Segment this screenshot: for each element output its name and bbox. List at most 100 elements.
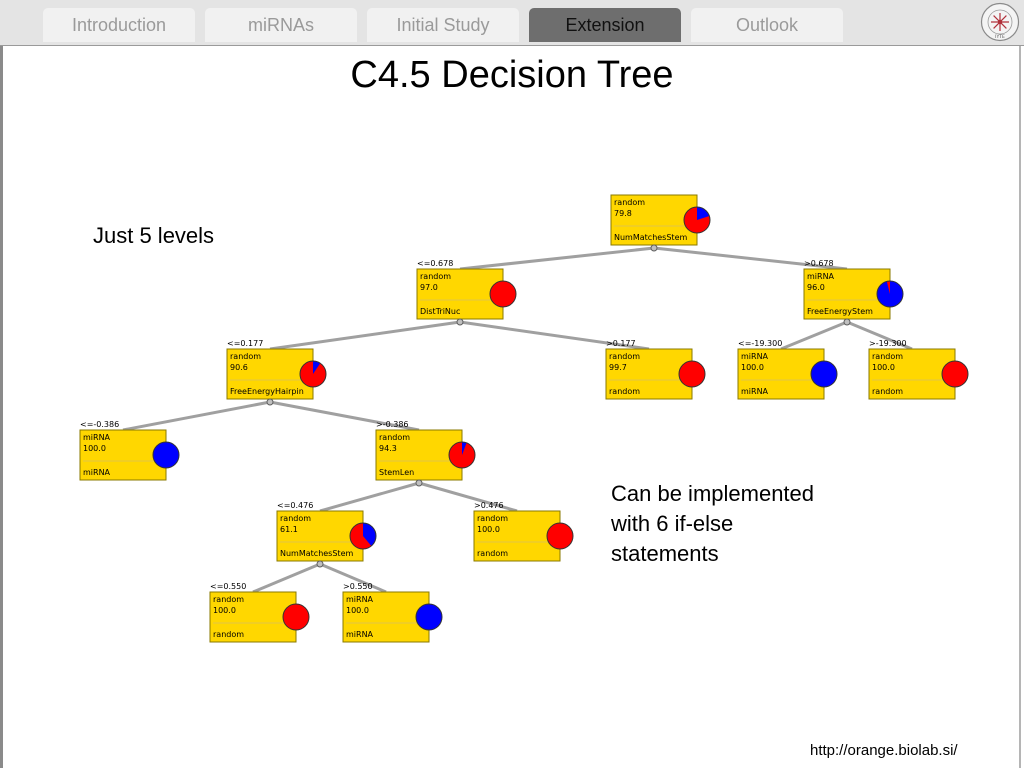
tab-outlook[interactable]: Outlook bbox=[691, 8, 843, 42]
node-connector bbox=[316, 560, 324, 568]
pie-outline bbox=[448, 441, 476, 469]
node-box bbox=[803, 268, 891, 320]
edge-condition-label: <=0.476 bbox=[277, 501, 313, 510]
pie-slice-mirna bbox=[363, 523, 377, 546]
node-split-text: NumMatchesStem bbox=[614, 233, 687, 242]
node-percent-text: 79.8 bbox=[614, 209, 632, 218]
pie-slice-random bbox=[941, 360, 969, 388]
node-box bbox=[473, 510, 561, 562]
node-percent-text: 100.0 bbox=[741, 363, 764, 372]
node-class-text: random bbox=[420, 272, 451, 281]
node-class-text: random bbox=[477, 514, 508, 523]
pie-slice-mirna bbox=[313, 361, 321, 374]
pie-slice-mirna bbox=[697, 207, 710, 220]
node-connector bbox=[843, 318, 851, 326]
pie-outline bbox=[683, 206, 711, 234]
tree-edge bbox=[269, 400, 420, 432]
node-box bbox=[605, 348, 693, 400]
university-seal-icon: IYTE bbox=[980, 2, 1020, 42]
section-navigation: Introduction miRNAs Initial Study Extens… bbox=[0, 0, 1024, 46]
node-box bbox=[276, 510, 364, 562]
node-connector bbox=[266, 398, 274, 406]
edge-condition-label: <=0.550 bbox=[210, 582, 246, 591]
tree-edge bbox=[459, 320, 650, 351]
tree-edge bbox=[252, 562, 321, 594]
node-class-text: random bbox=[872, 352, 903, 361]
pie-slice-mirna bbox=[810, 360, 838, 388]
edge-condition-label: <=-19.300 bbox=[738, 339, 782, 348]
pie-outline bbox=[299, 360, 327, 388]
tab-introduction[interactable]: Introduction bbox=[43, 8, 195, 42]
node-percent-text: 100.0 bbox=[213, 606, 236, 615]
tab-initial-study[interactable]: Initial Study bbox=[367, 8, 519, 42]
node-box bbox=[610, 194, 698, 246]
edge-condition-label: <=0.177 bbox=[227, 339, 263, 348]
note-levels: Just 5 levels bbox=[93, 223, 215, 248]
node-percent-text: 100.0 bbox=[83, 444, 106, 453]
source-url: http://orange.biolab.si/ bbox=[810, 742, 958, 759]
node-percent-text: 61.1 bbox=[280, 525, 298, 534]
tree-node[interactable]: >-19.300 random 100.0 random bbox=[868, 339, 969, 400]
node-percent-text: 90.6 bbox=[230, 363, 248, 372]
pie-outline bbox=[349, 522, 377, 550]
node-percent-text: 97.0 bbox=[420, 283, 438, 292]
pie-slice-mirna bbox=[462, 442, 467, 455]
node-percent-text: 94.3 bbox=[379, 444, 397, 453]
edge-condition-label: >0.177 bbox=[606, 339, 636, 348]
node-box bbox=[79, 429, 167, 481]
pie-slice-random bbox=[282, 603, 310, 631]
node-percent-text: 100.0 bbox=[346, 606, 369, 615]
edge-condition-label: >0.678 bbox=[804, 259, 834, 268]
edge-condition-label: <=-0.386 bbox=[80, 420, 119, 429]
edge-condition-label: >0.476 bbox=[474, 501, 504, 510]
node-split-text: random bbox=[872, 387, 903, 396]
tree-edge bbox=[319, 562, 387, 594]
node-split-text: NumMatchesStem bbox=[280, 549, 353, 558]
note-implementation-line: with 6 if-else bbox=[611, 511, 734, 536]
tab-mirnas[interactable]: miRNAs bbox=[205, 8, 357, 42]
pie-slice-mirna bbox=[152, 441, 180, 469]
node-box bbox=[342, 591, 430, 643]
tree-edge bbox=[418, 481, 518, 513]
edge-condition-label: >0.550 bbox=[343, 582, 373, 591]
node-class-text: random bbox=[614, 198, 645, 207]
tab-extension[interactable]: Extension bbox=[529, 8, 681, 42]
pie-slice-random bbox=[546, 522, 574, 550]
note-implementation-line: Can be implemented bbox=[611, 481, 815, 506]
edge-condition-label: >-19.300 bbox=[869, 339, 907, 348]
tree-edge bbox=[122, 400, 271, 432]
node-connector bbox=[456, 318, 464, 326]
tree-edge bbox=[846, 320, 913, 351]
node-class-text: random bbox=[213, 595, 244, 604]
node-class-text: random bbox=[609, 352, 640, 361]
pie-slice-mirna bbox=[415, 603, 443, 631]
slide-frame-left bbox=[0, 46, 3, 768]
tree-edge bbox=[459, 246, 655, 271]
pie-outline bbox=[876, 280, 904, 308]
pie-slice-random bbox=[489, 280, 517, 308]
node-split-text: FreeEnergyHairpin bbox=[230, 387, 304, 396]
node-split-text: FreeEnergyStem bbox=[807, 307, 873, 316]
node-connector bbox=[650, 244, 658, 252]
note-implementation-line: statements bbox=[611, 541, 719, 566]
node-box bbox=[226, 348, 314, 400]
node-percent-text: 100.0 bbox=[872, 363, 895, 372]
node-class-text: random bbox=[379, 433, 410, 442]
tree-edge bbox=[319, 481, 420, 513]
node-split-text: DistTriNuc bbox=[420, 307, 460, 316]
node-percent-text: 99.7 bbox=[609, 363, 627, 372]
node-box bbox=[868, 348, 956, 400]
